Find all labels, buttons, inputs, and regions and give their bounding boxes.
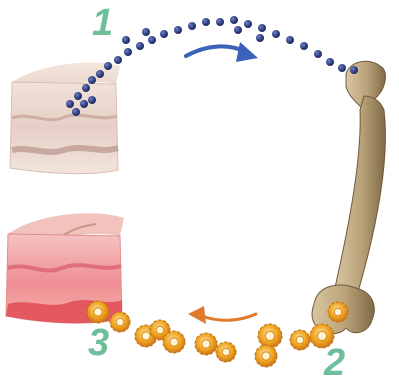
- particle-dot: [234, 26, 242, 34]
- particle-dot: [114, 56, 122, 64]
- particle-dot: [244, 20, 252, 28]
- cycle-arrow-orange-body: [202, 314, 256, 320]
- particle-dot: [286, 36, 294, 44]
- particle-dot: [350, 66, 358, 74]
- particle-dot: [300, 42, 308, 50]
- particle-dot: [82, 84, 90, 92]
- cycle-arrow-orange: [188, 306, 256, 324]
- immune-cell: [195, 333, 217, 355]
- particle-dot: [88, 76, 96, 84]
- particle-dot: [230, 16, 238, 24]
- particle-dot: [202, 18, 210, 26]
- particle-dot: [174, 26, 182, 34]
- particle-dot: [122, 36, 130, 44]
- particle-dot: [96, 70, 104, 78]
- particle-dot: [338, 64, 346, 72]
- immune-cell: [255, 345, 277, 367]
- particle-dot: [314, 50, 322, 58]
- particle-dot: [72, 108, 80, 116]
- particle-dot: [88, 96, 96, 104]
- step-number-1: 1: [92, 4, 113, 42]
- cycle-arrow-blue-body: [186, 46, 246, 56]
- cycle-arrow-orange-head: [188, 306, 206, 324]
- step-number-2: 2: [324, 344, 345, 382]
- particle-dot: [136, 42, 144, 50]
- healthy-skin-side: [10, 82, 118, 174]
- cycle-arrow-blue-head: [236, 42, 258, 62]
- particle-dot: [272, 30, 280, 38]
- immune-cell-cluster: [87, 301, 348, 367]
- healthy-skin-dermis-line: [12, 148, 118, 152]
- particle-dot: [66, 100, 74, 108]
- particle-dot: [148, 36, 156, 44]
- immune-cell: [110, 312, 130, 332]
- immune-cell: [216, 342, 236, 362]
- immune-cell: [87, 301, 109, 323]
- particle-dot: [80, 100, 88, 108]
- cycle-arrow-blue: [186, 42, 258, 62]
- immune-cell: [290, 330, 310, 350]
- particle-dot: [256, 34, 264, 42]
- particle-dot: [216, 18, 224, 26]
- immune-cell: [258, 324, 282, 348]
- femur-bone: [312, 61, 386, 333]
- particle-dot: [142, 28, 150, 36]
- step-number-3: 3: [88, 324, 109, 362]
- particle-dot: [124, 48, 132, 56]
- particle-dot: [188, 22, 196, 30]
- particle-dot: [326, 58, 334, 66]
- immune-cell: [328, 302, 348, 322]
- femur-shaft: [334, 96, 385, 298]
- healthy-skin-block: [10, 63, 120, 174]
- immune-cell: [163, 331, 185, 353]
- particle-dot: [104, 62, 112, 70]
- particle-dot: [160, 30, 168, 38]
- particle-dot: [258, 24, 266, 32]
- particle-dot: [74, 92, 82, 100]
